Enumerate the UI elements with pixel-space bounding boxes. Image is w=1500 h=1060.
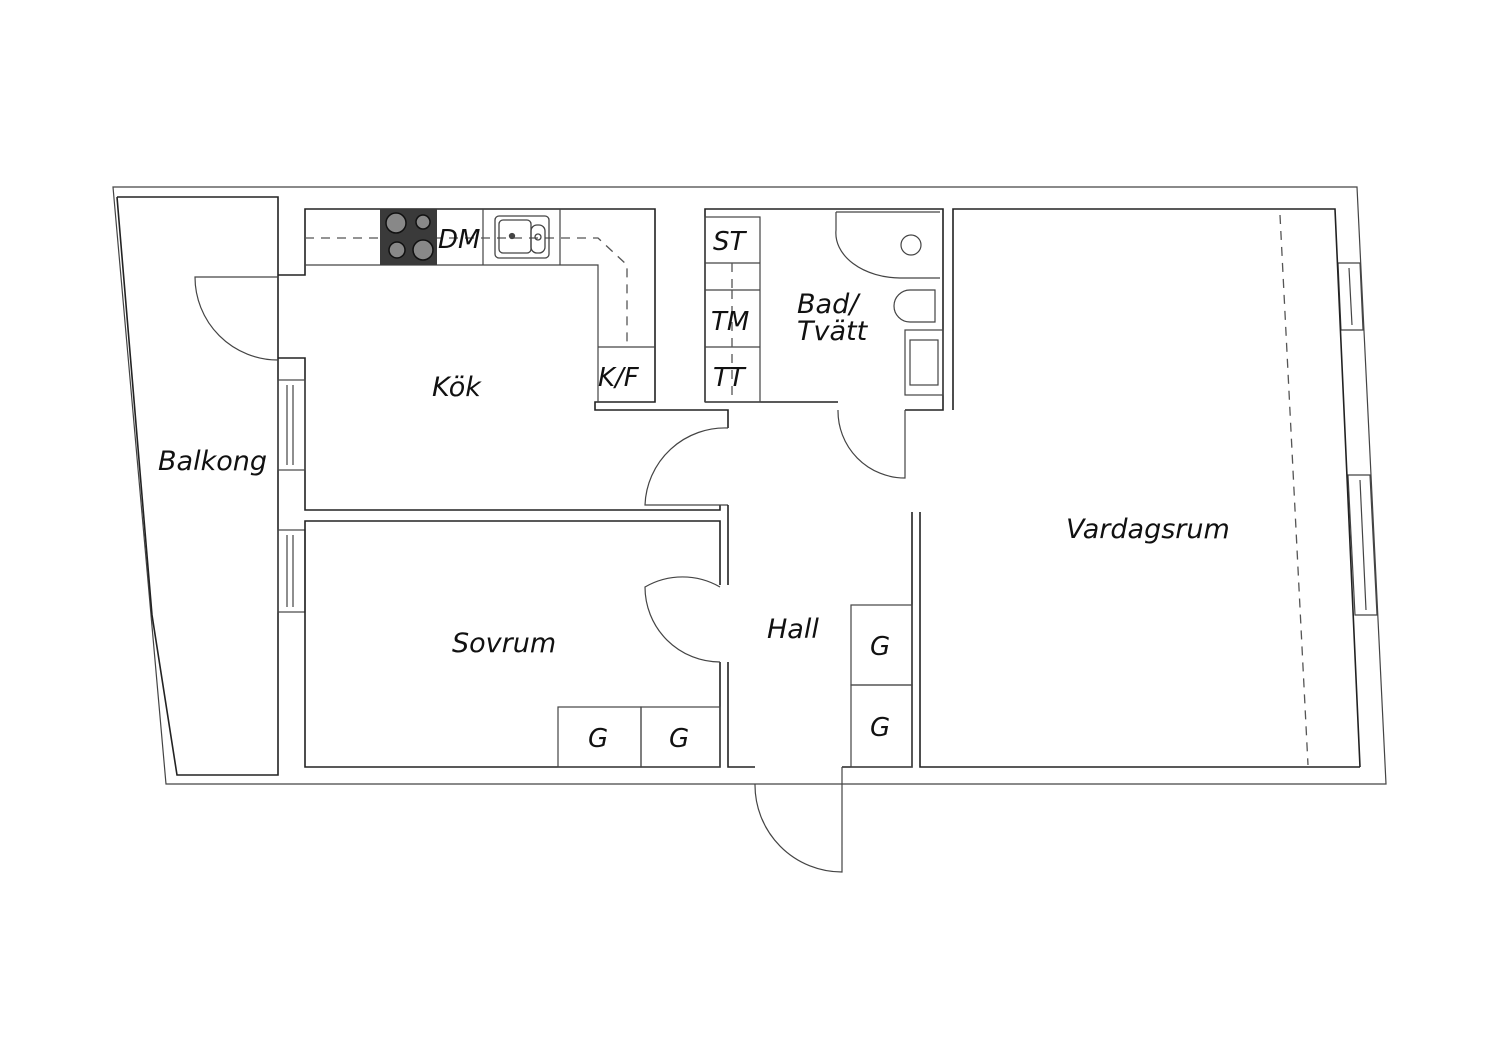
wardrobe-label: G: [669, 724, 689, 754]
counter-dash: [305, 237, 628, 347]
living-room-dash: [1279, 214, 1309, 766]
kf-label: K/F: [598, 363, 640, 393]
hall-label: Hall: [767, 614, 819, 645]
washbasin-icon: [904, 329, 944, 396]
hall-wall: [727, 505, 1360, 768]
bathroom-label: Tvätt: [797, 316, 869, 347]
bathroom-door[interactable]: [837, 409, 906, 479]
bedroom-wardrobes: [557, 706, 721, 768]
stove-burners-icon: [385, 212, 434, 261]
tm-label: TM: [711, 307, 749, 337]
living-room-label: Vardagsrum: [1066, 514, 1230, 545]
kitchen-label: Kök: [432, 372, 482, 403]
outer-outline: [112, 186, 1387, 785]
balcony-outline: [116, 196, 279, 776]
toilet-icon: [893, 289, 936, 323]
bedroom-door[interactable]: [644, 576, 721, 663]
hall-wardrobes: [850, 604, 913, 768]
kitchen-balcony-door[interactable]: [194, 276, 279, 361]
bathroom-label: Bad/: [797, 289, 861, 320]
tt-label: TT: [713, 363, 747, 393]
kitchen-door[interactable]: [644, 427, 729, 506]
kitchen-wall-left: [278, 357, 721, 511]
balcony-label: Balkong: [158, 446, 267, 477]
washbasin-bowl: [909, 339, 939, 386]
sink-icon: [494, 215, 550, 259]
entrance-door[interactable]: [754, 767, 843, 873]
wardrobe-label: G: [588, 724, 608, 754]
kitchen-counter: [305, 209, 655, 402]
wardrobe-label: G: [870, 713, 890, 743]
shower-icon: [835, 211, 940, 279]
st-label: ST: [713, 227, 748, 257]
wardrobe-label: G: [870, 632, 890, 662]
living-room-wall: [952, 208, 1361, 768]
window: [277, 262, 1378, 616]
dm-label: DM: [438, 225, 480, 255]
kitchen-wall: [278, 208, 729, 428]
shower-drain-icon: [900, 234, 922, 256]
bedroom-label: Sovrum: [452, 628, 556, 659]
